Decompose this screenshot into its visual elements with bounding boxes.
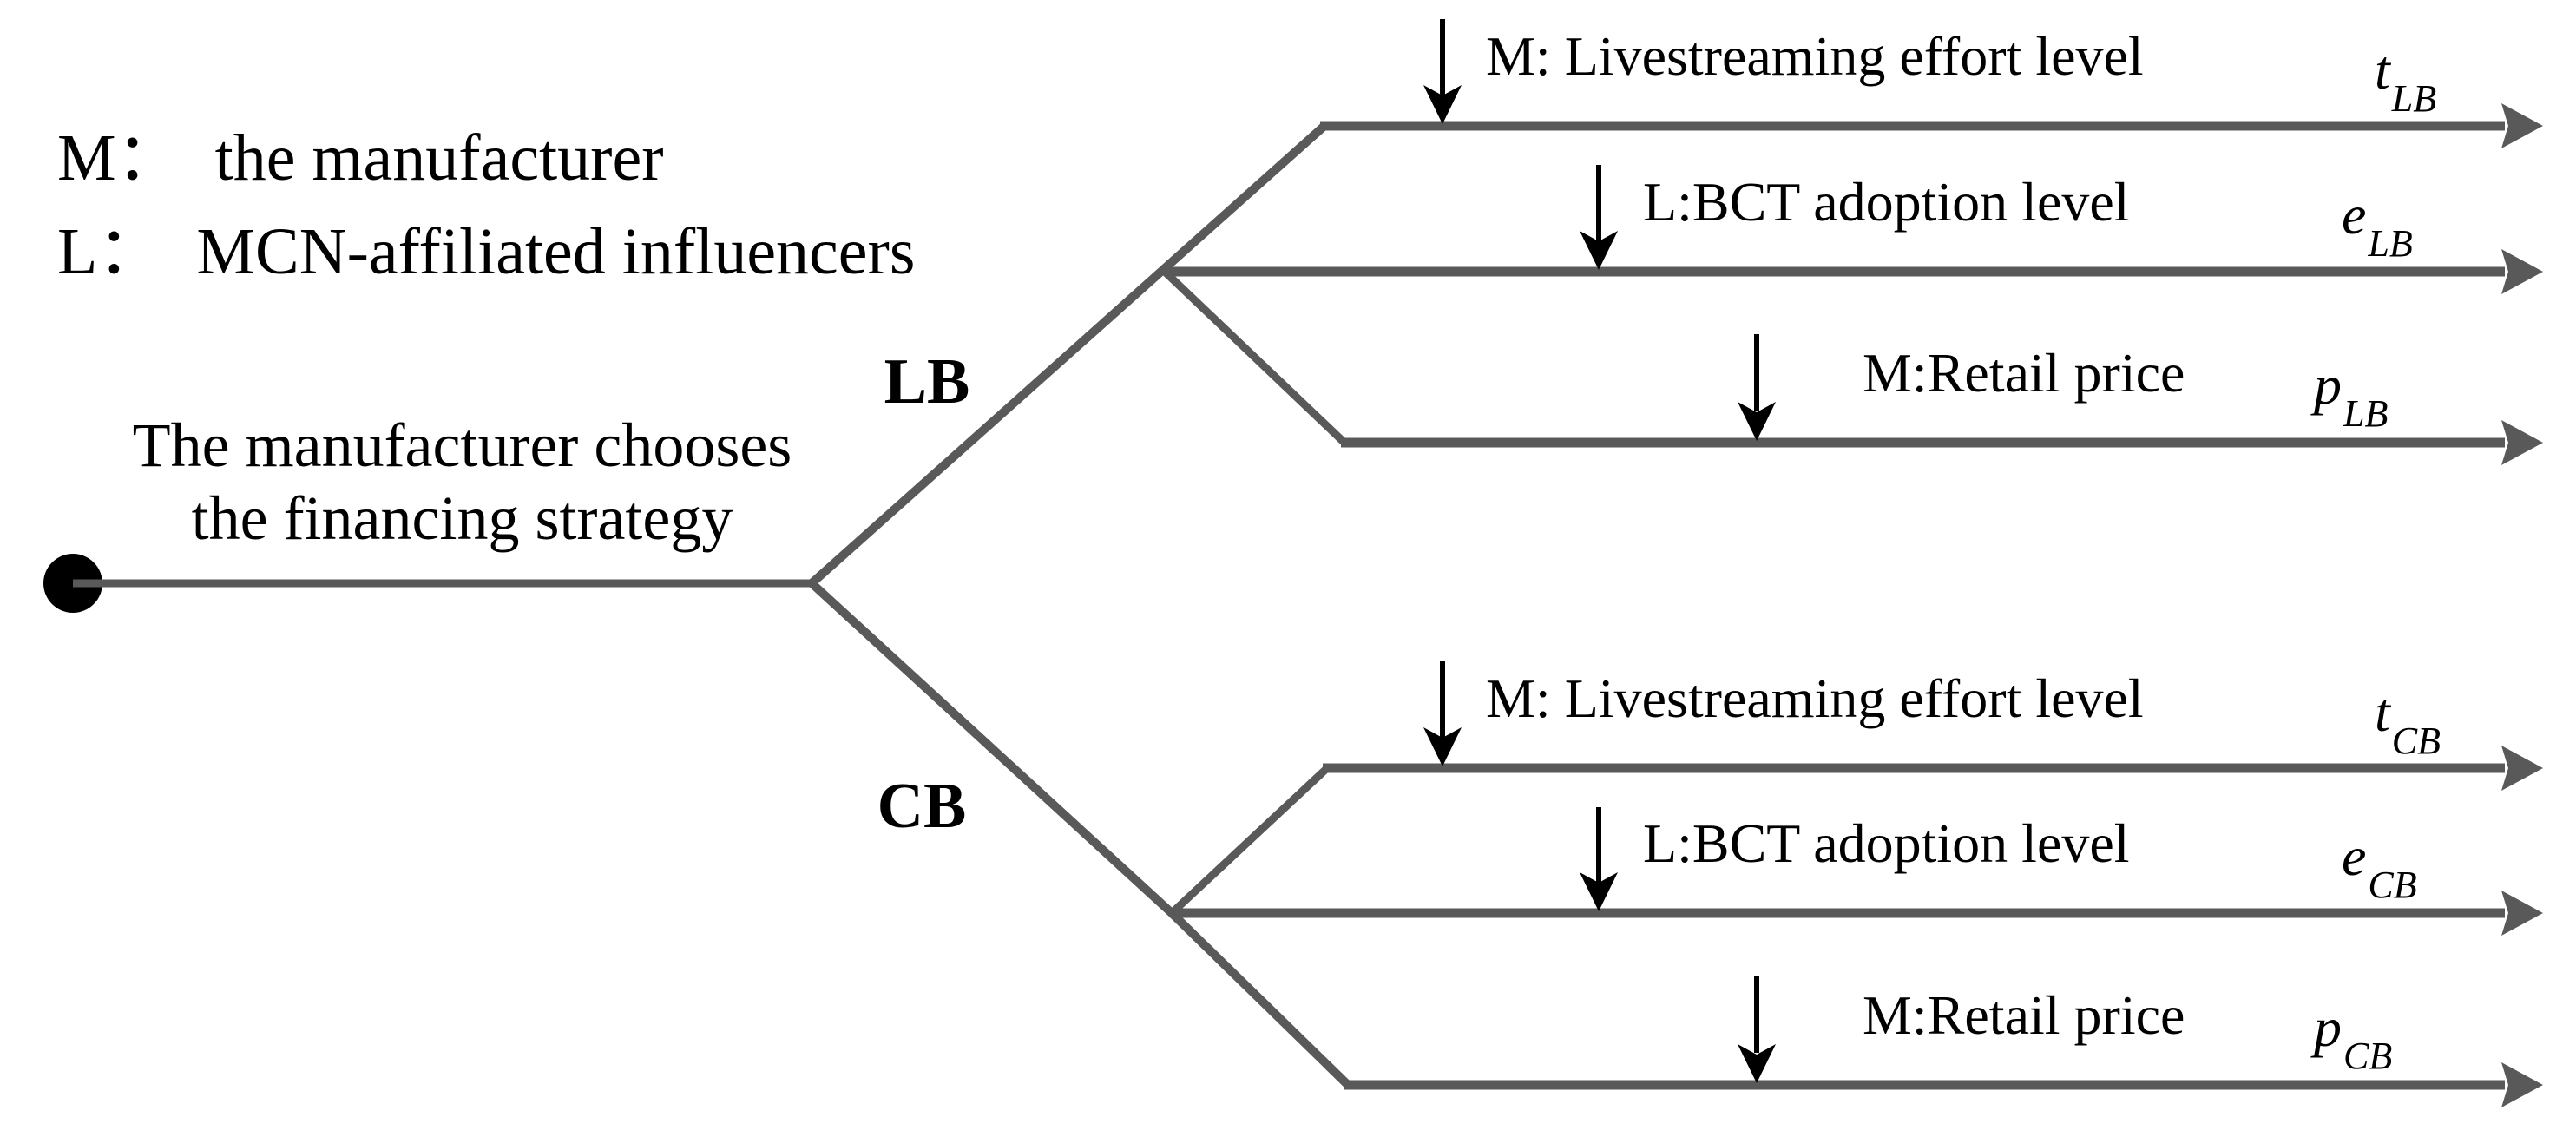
down-arrow-icon xyxy=(1580,807,1618,911)
stage-variable: eCB xyxy=(2342,829,2417,904)
stage-label: M:Retail price xyxy=(1863,342,2185,404)
cb-timeline-bct xyxy=(1172,891,2543,936)
down-arrow-icon xyxy=(1580,165,1618,270)
lb-timeline-price xyxy=(1341,420,2543,465)
variable-base: t xyxy=(2375,39,2390,101)
root-caption-line1: The manufacturer chooses xyxy=(132,411,792,480)
down-arrow-icon xyxy=(1738,334,1776,441)
variable-subscript: CB xyxy=(2343,1035,2393,1077)
variable-subscript: CB xyxy=(2368,864,2417,906)
lb-fan-to-retail-line xyxy=(1161,268,1348,446)
stage-variable: tCB xyxy=(2375,685,2441,760)
cb-timeline-price xyxy=(1344,1062,2543,1107)
down-arrow-icon xyxy=(1738,976,1776,1083)
stage-label: L:BCT adoption level xyxy=(1643,171,2130,233)
down-arrow-icon xyxy=(1423,19,1462,124)
stage-label: M: Livestreaming effort level xyxy=(1486,25,2144,87)
stage-label: M: Livestreaming effort level xyxy=(1486,667,2144,729)
branch-label-lb: LB xyxy=(884,346,970,417)
branch-label-cb: CB xyxy=(877,771,967,842)
stage-variable: eLB xyxy=(2342,184,2413,263)
variable-base: p xyxy=(2314,996,2342,1058)
variable-base: e xyxy=(2342,184,2367,246)
variable-base: e xyxy=(2342,825,2367,887)
root-caption: The manufacturer chooses the financing s… xyxy=(91,414,833,549)
variable-subscript: CB xyxy=(2391,720,2441,762)
lb-timeline-bct xyxy=(1165,249,2543,294)
legend-influencers: L： MCN-affiliated influencers xyxy=(57,215,916,288)
variable-subscript: LB xyxy=(2391,77,2437,120)
lb-branch-line xyxy=(806,122,1328,588)
variable-base: p xyxy=(2314,354,2342,416)
down-arrow-icon xyxy=(1423,661,1462,766)
stage-variable: pCB xyxy=(2314,1000,2392,1075)
variable-base: t xyxy=(2375,681,2390,743)
cb-timeline-effort xyxy=(1323,746,2543,791)
variable-subscript: LB xyxy=(2368,222,2413,265)
variable-subscript: LB xyxy=(2343,392,2389,435)
legend-manufacturer: M： the manufacturer xyxy=(57,122,664,194)
cb-fan-to-effort-line xyxy=(1168,766,1330,917)
lb-timeline-effort xyxy=(1320,103,2543,148)
stage-label: M:Retail price xyxy=(1863,984,2185,1046)
stage-variable: pLB xyxy=(2314,358,2388,433)
stage-label: L:BCT adoption level xyxy=(1643,812,2130,874)
root-caption-line2: the financing strategy xyxy=(191,483,733,553)
stage-variable: tLB xyxy=(2375,43,2436,118)
